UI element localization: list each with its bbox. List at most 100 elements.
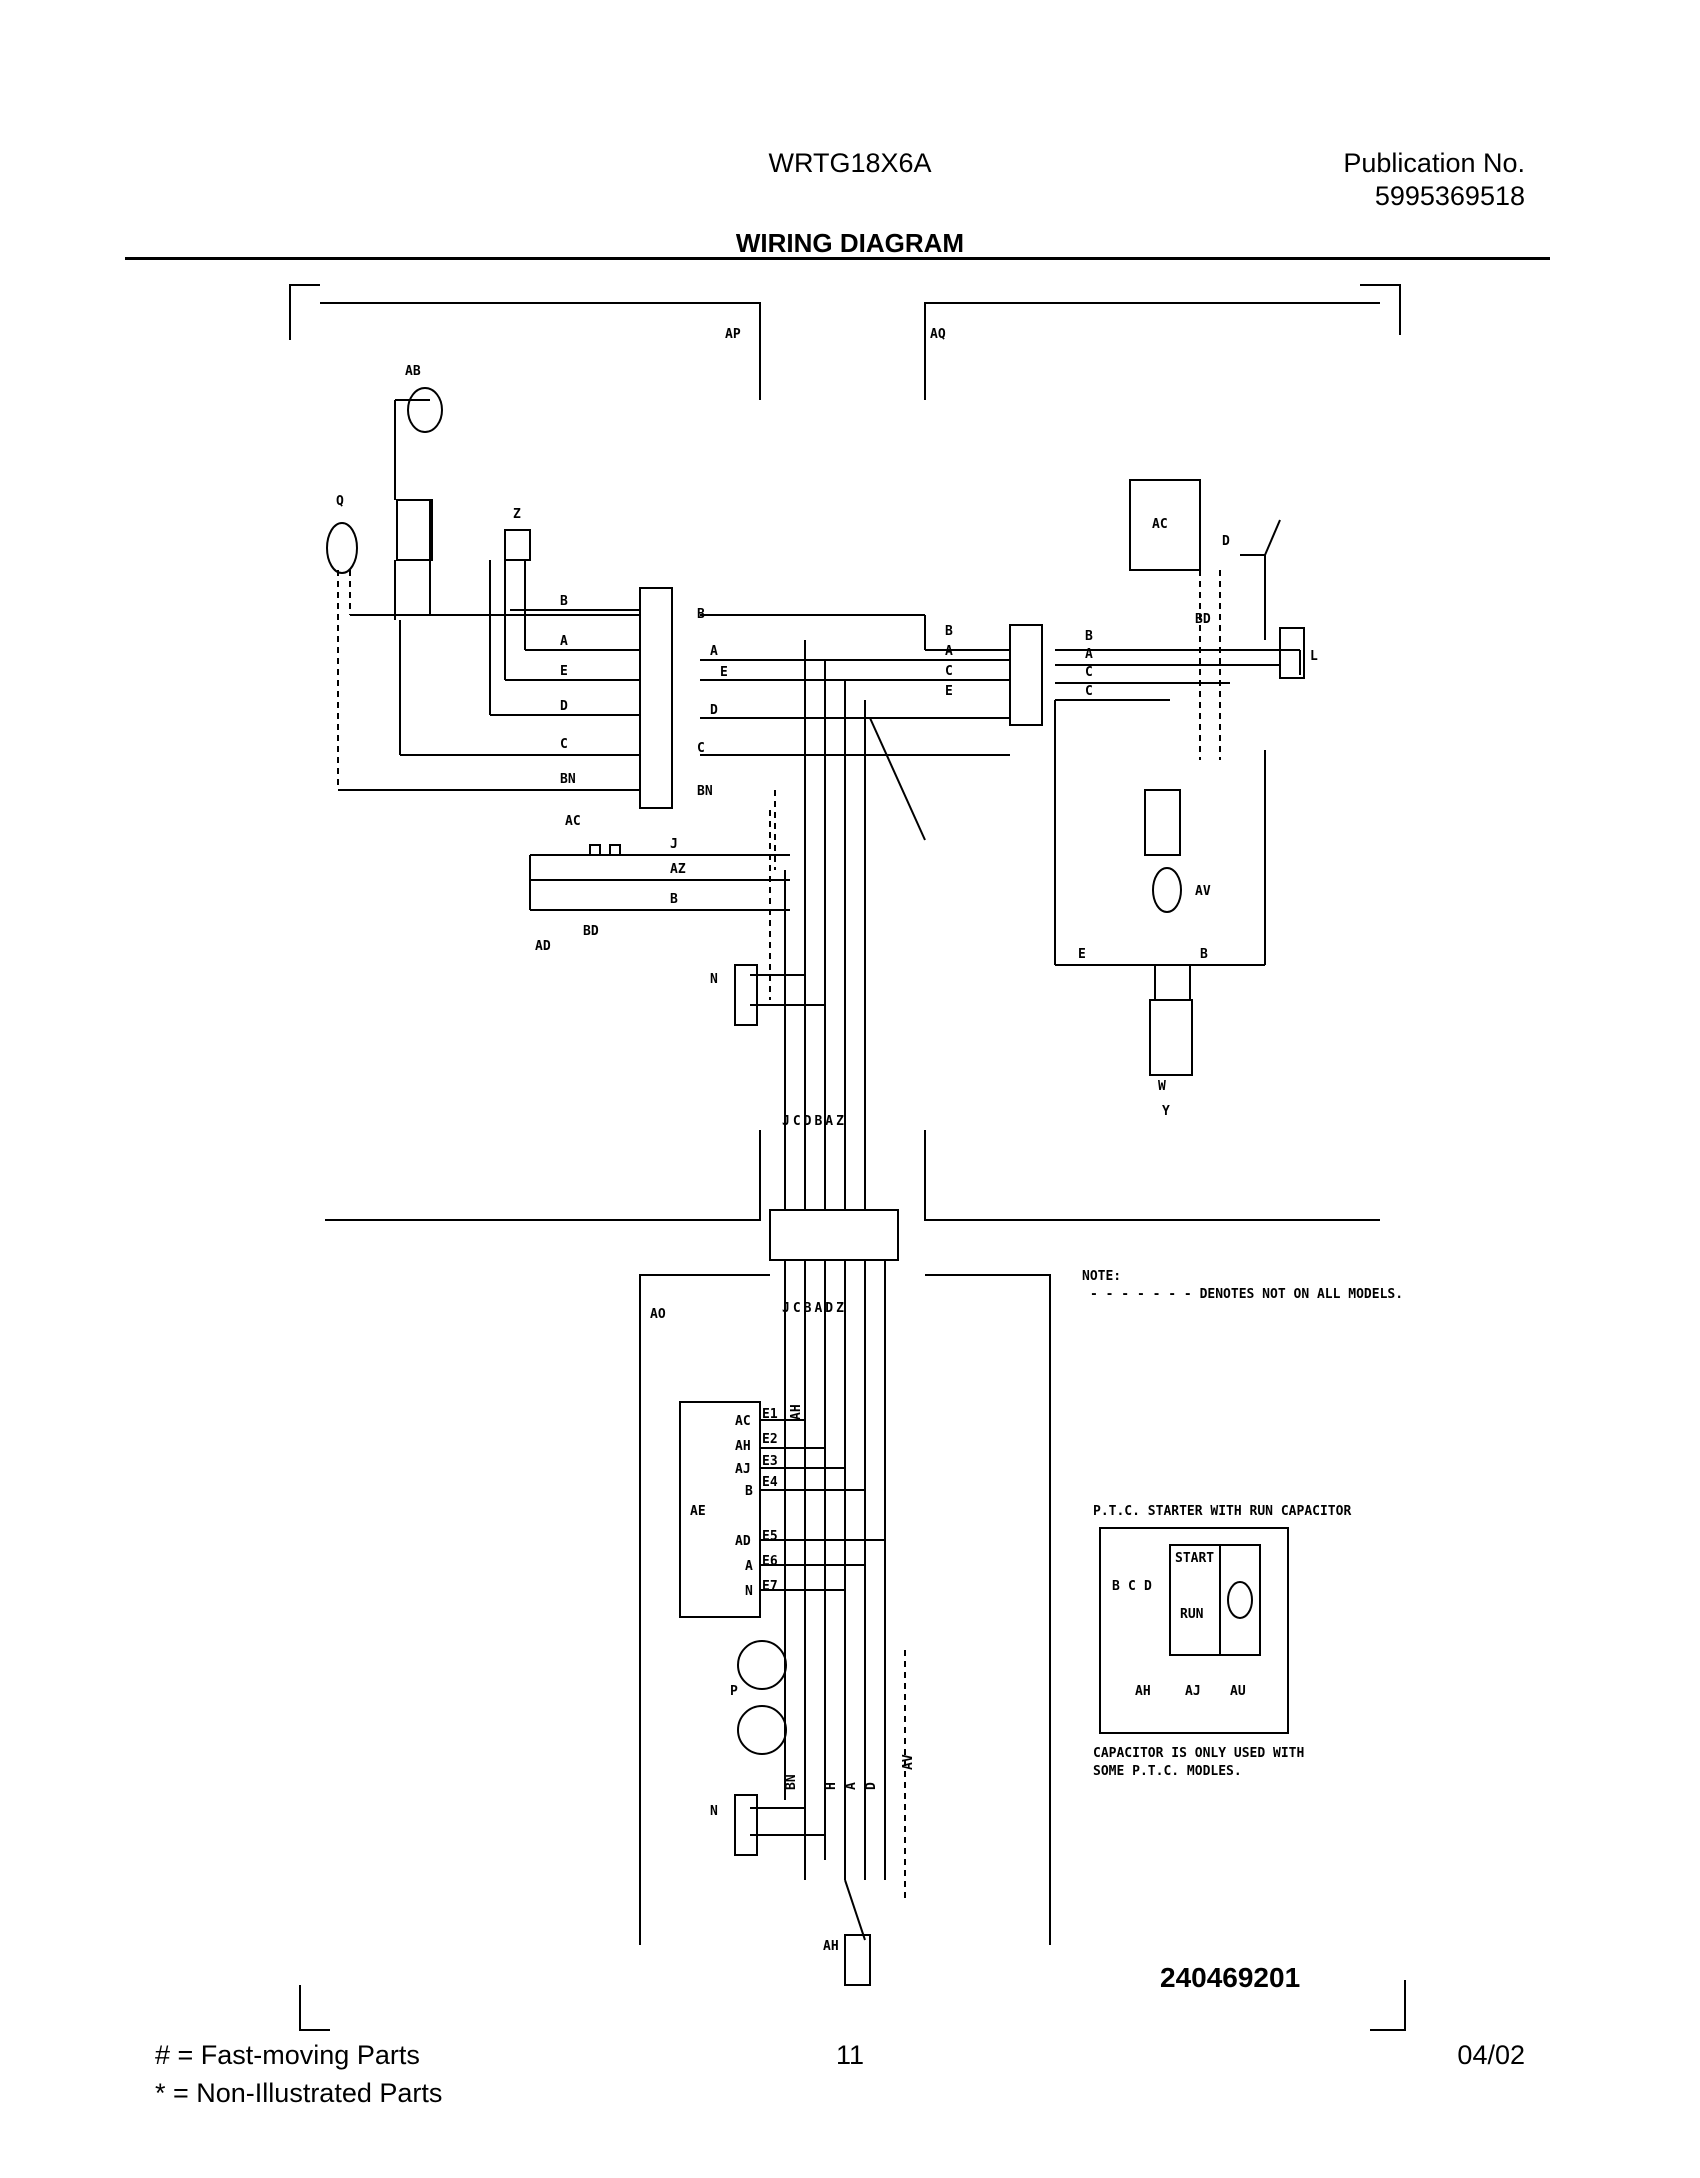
label-n-top: N bbox=[710, 972, 718, 987]
label-bd-mid: BD bbox=[583, 924, 599, 939]
ae-wire-b: B bbox=[745, 1484, 753, 1499]
ae-pin-e3: E3 bbox=[762, 1454, 778, 1469]
right-left-wire-label-e: E bbox=[945, 684, 953, 699]
label-ab: AB bbox=[405, 364, 421, 379]
wire-paths bbox=[337, 399, 1301, 1941]
ab-sensor-icon bbox=[407, 387, 443, 433]
diagram-labels: AP AQ AO AB Q Z AC D BD L AC J AZ B BD A… bbox=[336, 327, 1403, 1954]
ptc-relay-box bbox=[1144, 789, 1181, 856]
frame-lines bbox=[289, 284, 1406, 2031]
label-e-low: E bbox=[1078, 947, 1086, 962]
ptc-caption-2: SOME P.T.C. MODLES. bbox=[1093, 1764, 1242, 1779]
ah-vertical-label: AH bbox=[789, 1404, 804, 1420]
label-b-mid: B bbox=[670, 892, 678, 907]
center-wire-label-b: B bbox=[697, 607, 705, 622]
center-wire-label-c: C bbox=[697, 741, 705, 756]
ae-pin-e4: E4 bbox=[762, 1475, 778, 1490]
ptc-wire-b: B bbox=[1112, 1579, 1120, 1594]
n-switch-upper bbox=[734, 964, 758, 1026]
ptc-wire-d: D bbox=[1144, 1579, 1152, 1594]
ptc-motor-icon bbox=[1227, 1581, 1253, 1619]
model-number: WRTG18X6A bbox=[768, 148, 932, 178]
legend-non-illustrated: * = Non-Illustrated Parts bbox=[155, 2078, 443, 2108]
plug-body bbox=[1149, 999, 1193, 1076]
ptc-bottom-ah: AH bbox=[1135, 1684, 1151, 1699]
ptc-run-label: RUN bbox=[1180, 1607, 1204, 1622]
left-wire-label-d: D bbox=[560, 699, 568, 714]
right-right-wire-label-c1: C bbox=[1085, 665, 1093, 680]
zone-label-ao: AO bbox=[650, 1307, 666, 1322]
note-text: - - - - - - - DENOTES NOT ON ALL MODELS. bbox=[1090, 1287, 1403, 1302]
left-wire-label-e: E bbox=[560, 664, 568, 679]
ae-wire-n: N bbox=[745, 1584, 753, 1599]
ptc-start-label: START bbox=[1175, 1551, 1214, 1566]
center-connector-block bbox=[769, 1209, 899, 1261]
ae-wire-a: A bbox=[745, 1559, 753, 1574]
ac-component-box bbox=[1129, 479, 1201, 571]
label-ad: AD bbox=[535, 939, 551, 954]
ptc-right-box bbox=[1219, 1544, 1261, 1656]
legend-fast-moving: # = Fast-moving Parts bbox=[155, 2040, 420, 2070]
zone-label-aq: AQ bbox=[930, 327, 946, 342]
publication-label: Publication No. bbox=[1343, 148, 1525, 178]
ptc-bottom-aj: AJ bbox=[1185, 1684, 1201, 1699]
label-q: Q bbox=[336, 494, 344, 509]
lower-label-h: H bbox=[824, 1782, 839, 1790]
label-j: J bbox=[670, 837, 678, 852]
l-light-socket bbox=[1279, 627, 1305, 679]
ae-wire-ac: AC bbox=[735, 1414, 751, 1429]
ae-pin-e1: E1 bbox=[762, 1407, 778, 1422]
ah-switch bbox=[844, 1934, 871, 1986]
ae-wire-ad: AD bbox=[735, 1534, 751, 1549]
label-ac-mid: AC bbox=[565, 814, 581, 829]
center-wire-label-d: D bbox=[710, 703, 718, 718]
ptc-wire-c: C bbox=[1128, 1579, 1136, 1594]
lower-label-d: D bbox=[864, 1782, 879, 1790]
n-switch-lower bbox=[734, 1794, 758, 1856]
label-d-top: D bbox=[1222, 534, 1230, 549]
label-l: L bbox=[1310, 649, 1318, 664]
left-wire-label-a: A bbox=[560, 634, 568, 649]
label-bd-top: BD bbox=[1195, 612, 1211, 627]
ab-connector bbox=[396, 499, 433, 561]
right-terminal-block bbox=[1009, 624, 1043, 726]
label-ah: AH bbox=[823, 1939, 839, 1954]
label-p: P bbox=[730, 1684, 738, 1699]
label-z: Z bbox=[513, 507, 521, 522]
q-coil-icon bbox=[326, 522, 358, 574]
left-wire-label-b: B bbox=[560, 594, 568, 609]
label-y: Y bbox=[1162, 1104, 1170, 1119]
av-capacitor-icon bbox=[1152, 867, 1182, 913]
zone-label-ap: AP bbox=[725, 327, 741, 342]
lower-label-av: AV bbox=[901, 1754, 916, 1770]
label-ae: AE bbox=[690, 1504, 706, 1519]
label-av: AV bbox=[1195, 884, 1211, 899]
label-ac-top: AC bbox=[1152, 517, 1168, 532]
right-left-wire-label-c: C bbox=[945, 664, 953, 679]
title-rule bbox=[125, 257, 1550, 260]
ptc-caption-1: CAPACITOR IS ONLY USED WITH bbox=[1093, 1746, 1304, 1761]
ptc-inset-frame bbox=[1099, 1527, 1289, 1734]
label-b-low: B bbox=[1200, 947, 1208, 962]
ae-wire-aj: AJ bbox=[735, 1462, 751, 1477]
bundle-top-labels: JCDBAZ bbox=[782, 1114, 847, 1129]
date-code: 04/02 bbox=[1457, 2040, 1525, 2070]
lower-label-a: A bbox=[844, 1782, 859, 1790]
z-connector bbox=[504, 529, 531, 561]
right-right-wire-label-c2: C bbox=[1085, 684, 1093, 699]
center-wire-label-a: A bbox=[710, 644, 718, 659]
note-title: NOTE: bbox=[1082, 1269, 1121, 1284]
right-left-wire-label-b: B bbox=[945, 624, 953, 639]
left-wire-label-bn: BN bbox=[560, 772, 576, 787]
center-wire-label-e: E bbox=[720, 665, 728, 680]
p-motor-coil-upper bbox=[737, 1640, 787, 1690]
p-motor-coil-lower bbox=[737, 1705, 787, 1755]
right-left-wire-label-a: A bbox=[945, 644, 953, 659]
bundle-mid-labels: JCBADZ bbox=[782, 1301, 847, 1316]
ae-pin-e2: E2 bbox=[762, 1432, 778, 1447]
ae-pin-e6: E6 bbox=[762, 1554, 778, 1569]
left-terminal-block bbox=[639, 587, 673, 809]
right-right-wire-label-b: B bbox=[1085, 629, 1093, 644]
left-wire-label-c: C bbox=[560, 737, 568, 752]
